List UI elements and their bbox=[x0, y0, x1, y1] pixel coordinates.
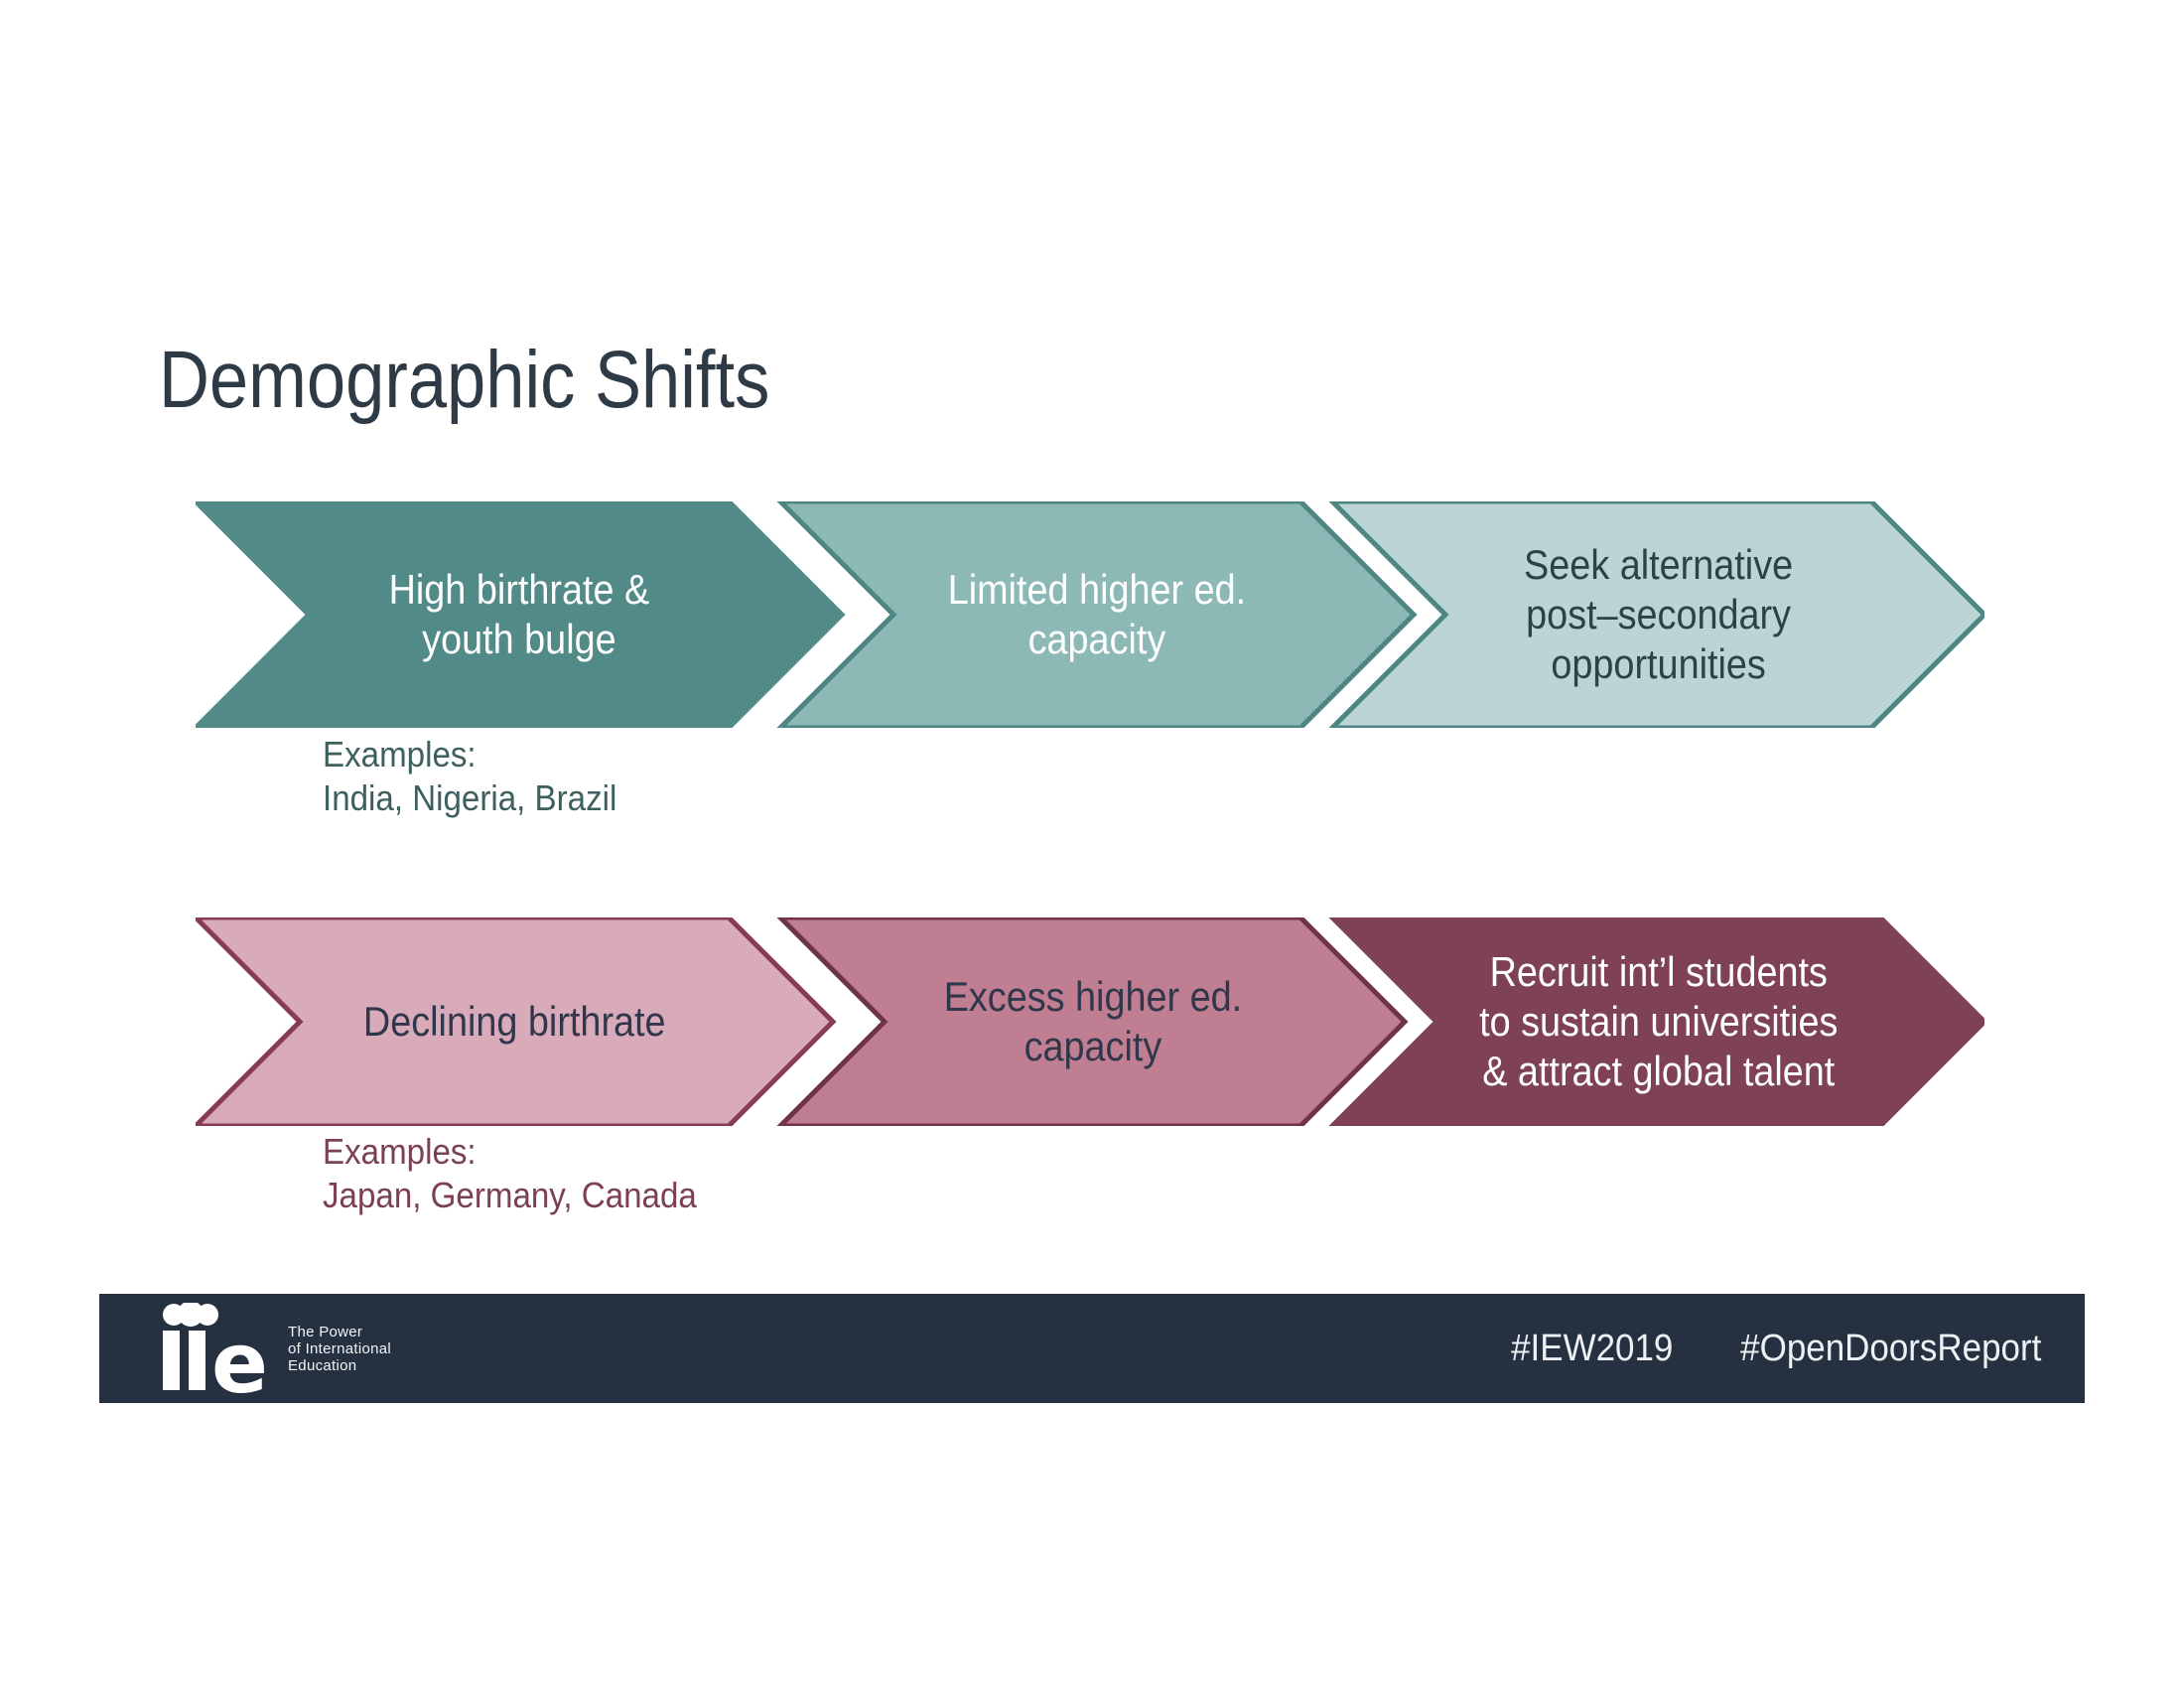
examples-note-growth: Examples: India, Nigeria, Brazil bbox=[323, 734, 617, 818]
chevron-arrow-3 bbox=[1328, 501, 1984, 728]
chevron-row-shapes bbox=[196, 501, 1984, 728]
step-label-seek-alternative: Seek alternative post–secondary opportun… bbox=[1523, 541, 1794, 687]
step-label-excess-capacity: Excess higher ed. capacity bbox=[943, 973, 1242, 1069]
step-label-declining-birthrate: Declining birthrate bbox=[362, 998, 666, 1045]
flow-row-high-birthrate: High birthrate & youth bulge Limited hig… bbox=[196, 501, 1984, 728]
examples-note-declining: Examples: Japan, Germany, Canada bbox=[323, 1131, 697, 1215]
chevron-arrow-4 bbox=[196, 917, 837, 1126]
chevron-arrow-1 bbox=[196, 501, 846, 728]
chevron-arrow-2 bbox=[776, 501, 1418, 728]
chevron-arrow-6 bbox=[1328, 917, 1984, 1126]
iie-logo-tagline: The Power of International Education bbox=[288, 1323, 392, 1374]
flow-row-declining-birthrate: Declining birthrate Excess higher ed. ca… bbox=[196, 917, 1984, 1126]
step-label-limited-capacity: Limited higher ed. capacity bbox=[947, 566, 1247, 662]
hashtag-iew2019: #IEW2019 bbox=[1511, 1327, 1674, 1369]
page-title: Demographic Shifts bbox=[159, 335, 770, 425]
chevron-arrow-5 bbox=[776, 917, 1409, 1126]
hashtag-opendoorsreport: #OpenDoorsReport bbox=[1740, 1327, 2042, 1369]
iie-logo-icon: e bbox=[163, 1303, 268, 1394]
footer-hashtags: #IEW2019 #OpenDoorsReport bbox=[1504, 1294, 2055, 1403]
iie-logo: e bbox=[157, 1294, 274, 1403]
footer-bar: e The Power of International Education #… bbox=[99, 1294, 2085, 1403]
step-label-high-birthrate: High birthrate & youth bulge bbox=[388, 566, 649, 662]
step-label-recruit-students: Recruit int’l students to sustain univer… bbox=[1478, 948, 1839, 1094]
iie-logo-e: e bbox=[211, 1315, 268, 1394]
chevron-row-shapes bbox=[196, 917, 1984, 1126]
